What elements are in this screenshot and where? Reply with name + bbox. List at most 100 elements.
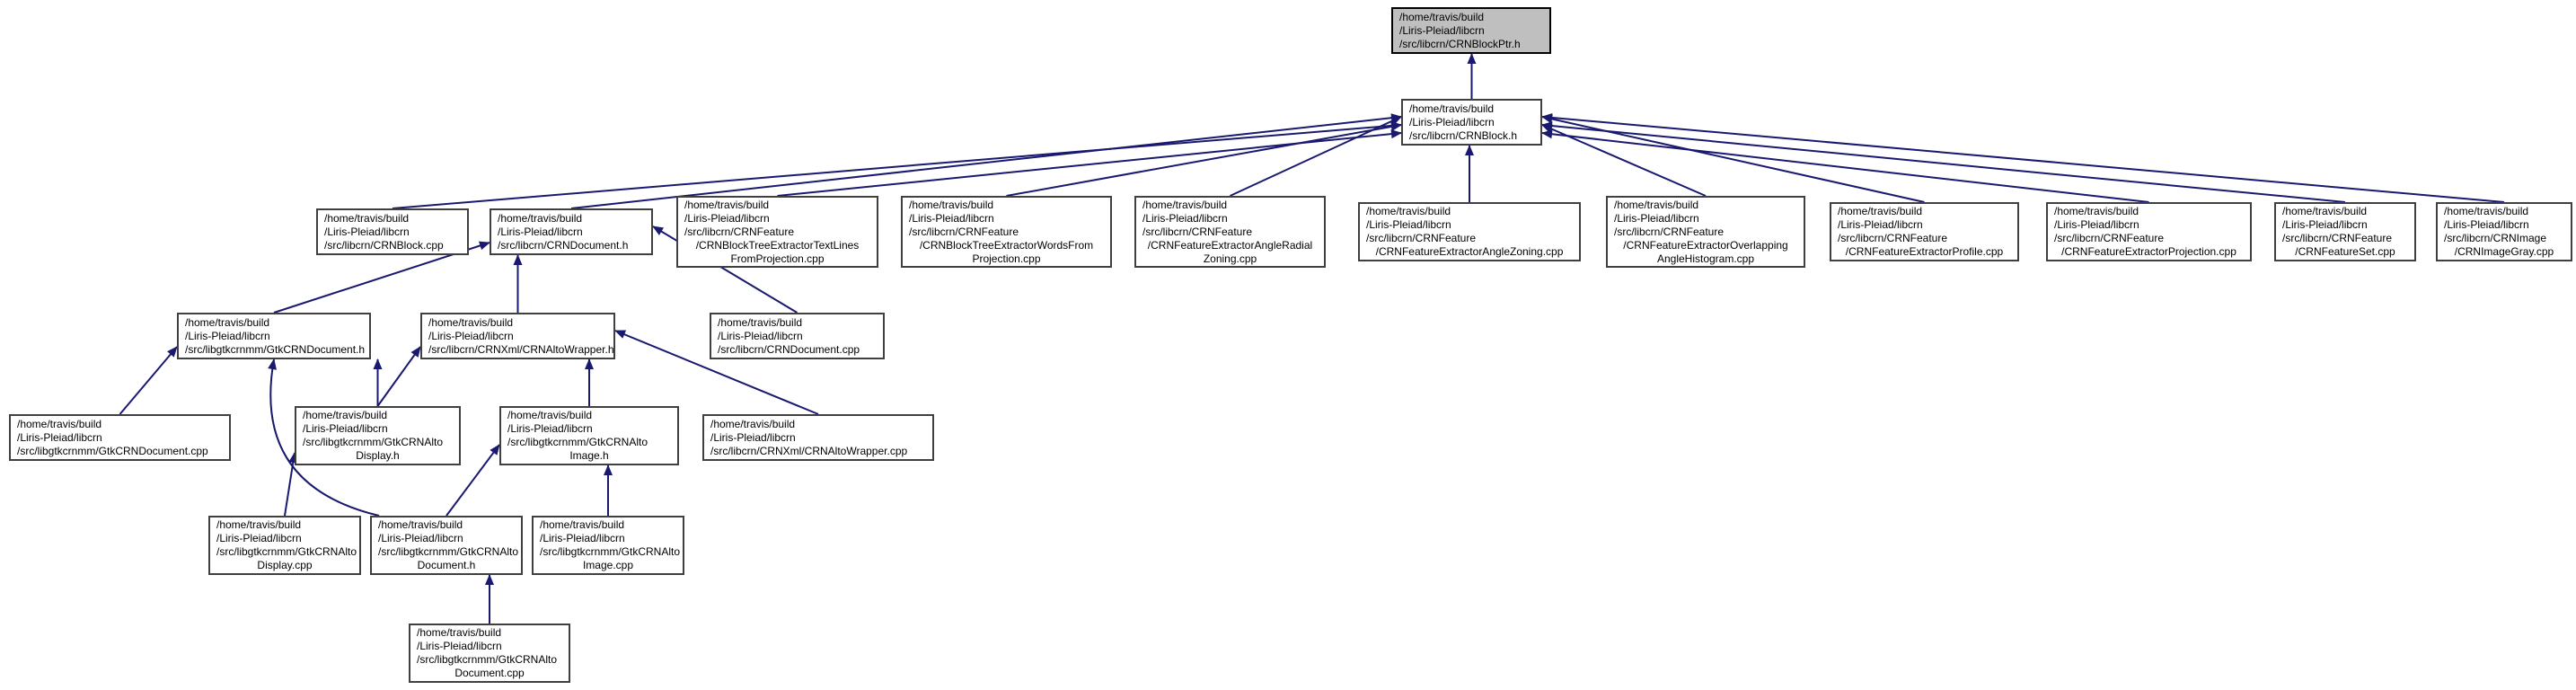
graph-node-alto-display-h[interactable]: /home/travis/build/Liris-Pleiad/libcrn/s… — [295, 406, 461, 465]
node-label-line: /src/libcrn/CRNDocument.cpp — [718, 342, 860, 356]
node-label-line: /Liris-Pleiad/libcrn — [1142, 211, 1228, 225]
node-label-line: /Liris-Pleiad/libcrn — [417, 640, 502, 652]
graph-node-angleradial-cpp[interactable]: /home/travis/build/Liris-Pleiad/libcrn/s… — [1134, 196, 1326, 268]
node-label-line: /CRNFeatureExtractorProjection.cpp — [2061, 245, 2236, 258]
graph-node-altowrapper-h[interactable]: /home/travis/build/Liris-Pleiad/libcrn/s… — [420, 313, 615, 359]
node-label-line: /home/travis/build — [1409, 102, 1495, 115]
graph-node-altowrapper-cpp[interactable]: /home/travis/build/Liris-Pleiad/libcrn/s… — [702, 414, 934, 461]
graph-node-alto-display-cpp[interactable]: /home/travis/build/Liris-Pleiad/libcrn/s… — [208, 516, 361, 575]
node-label-line: Projection.cpp — [972, 252, 1041, 265]
node-label-line: /src/libcrn/CRNBlockPtr.h — [1399, 37, 1521, 50]
node-label-line: /Liris-Pleiad/libcrn — [718, 329, 803, 342]
graph-node-imagegray-cpp[interactable]: /home/travis/build/Liris-Pleiad/libcrn/s… — [2436, 202, 2572, 261]
node-label-line: /home/travis/build — [498, 211, 583, 225]
graph-node-words-cpp[interactable]: /home/travis/build/Liris-Pleiad/libcrn/s… — [901, 196, 1112, 268]
node-label-line: /src/libcrn/CRNFeature — [1366, 232, 1477, 244]
node-label-line: /Liris-Pleiad/libcrn — [216, 532, 302, 544]
node-label-line: /Liris-Pleiad/libcrn — [2282, 218, 2368, 231]
node-label-line: /Liris-Pleiad/libcrn — [378, 532, 463, 544]
node-label-line: /CRNFeatureExtractorOverlapping — [1623, 238, 1788, 252]
graph-node-anglezoning-cpp[interactable]: /home/travis/build/Liris-Pleiad/libcrn/s… — [1358, 202, 1581, 261]
node-label-line: /src/libgtkcrnmm/GtkCRNAlto — [540, 545, 681, 558]
node-label-line: /Liris-Pleiad/libcrn — [2444, 218, 2529, 231]
node-label-line: /home/travis/build — [185, 315, 270, 329]
graph-node-block-cpp[interactable]: /home/travis/build/Liris-Pleiad/libcrn/s… — [316, 208, 469, 255]
edge-alto-display-h--altowrapper-h — [376, 346, 421, 407]
node-label-line: /home/travis/build — [1366, 205, 1451, 217]
node-label-line: /home/travis/build — [1614, 198, 1699, 211]
node-label-line: /src/libcrn/CRNFeature — [1838, 232, 1948, 244]
node-label-line: /src/libcrn/CRNBlock.h — [1409, 128, 1518, 142]
node-label-line: /src/libgtkcrnmm/GtkCRNDocument.h — [185, 342, 366, 356]
graph-node-blockptr-h[interactable]: /home/travis/build/Liris-Pleiad/libcrn/s… — [1391, 7, 1551, 54]
node-label-line: /home/travis/build — [2444, 205, 2529, 217]
graph-node-featureset-cpp[interactable]: /home/travis/build/Liris-Pleiad/libcrn/s… — [2274, 202, 2416, 261]
node-label-line: /home/travis/build — [540, 518, 625, 531]
node-label-line: /Liris-Pleiad/libcrn — [428, 329, 514, 342]
node-label-line: /home/travis/build — [710, 417, 796, 430]
node-label-line: FromProjection.cpp — [730, 252, 825, 265]
node-label-line: /src/libcrn/CRNXml/CRNAltoWrapper.cpp — [710, 444, 908, 457]
graph-node-block-h[interactable]: /home/travis/build/Liris-Pleiad/libcrn/s… — [1401, 99, 1542, 146]
node-label-line: /Liris-Pleiad/libcrn — [540, 532, 625, 544]
node-label-line: /src/libcrn/CRNFeature — [1142, 225, 1253, 238]
edge-angleradial-cpp--block-h — [1230, 116, 1402, 197]
graph-node-alto-image-h[interactable]: /home/travis/build/Liris-Pleiad/libcrn/s… — [499, 406, 679, 465]
node-label-line: /CRNBlockTreeExtractorWordsFrom — [919, 238, 1094, 252]
graph-node-projection-cpp[interactable]: /home/travis/build/Liris-Pleiad/libcrn/s… — [2046, 202, 2252, 261]
graph-node-profile-cpp[interactable]: /home/travis/build/Liris-Pleiad/libcrn/s… — [1830, 202, 2019, 261]
node-label-line: /Liris-Pleiad/libcrn — [17, 430, 102, 444]
node-label-line: Document.cpp — [454, 667, 525, 679]
node-label-line: /home/travis/build — [428, 315, 514, 329]
node-label-line: /home/travis/build — [2054, 205, 2139, 217]
node-label-line: /home/travis/build — [1142, 198, 1228, 211]
node-label-line: /src/libgtkcrnmm/GtkCRNAlto — [507, 436, 648, 448]
edge-projection-cpp--block-h — [1541, 129, 2149, 203]
node-label-line: AngleHistogram.cpp — [1656, 252, 1755, 265]
graph-node-gtk-document-cpp[interactable]: /home/travis/build/Liris-Pleiad/libcrn/s… — [9, 414, 231, 461]
node-label-line: /src/libcrn/CRNDocument.h — [498, 238, 629, 252]
edge-alto-document-h--alto-image-h — [446, 444, 500, 517]
graph-node-textlines-cpp[interactable]: /home/travis/build/Liris-Pleiad/libcrn/s… — [676, 196, 878, 268]
edge-gtk-document-cpp--gtk-document-h — [119, 346, 178, 415]
node-label-line: Display.h — [356, 449, 400, 462]
graph-node-overlapping-cpp[interactable]: /home/travis/build/Liris-Pleiad/libcrn/s… — [1606, 196, 1805, 268]
node-label-line: /home/travis/build — [324, 211, 410, 225]
node-label-line: /CRNImageGray.cpp — [2454, 245, 2554, 258]
node-label-line: Zoning.cpp — [1203, 252, 1257, 265]
graph-node-gtk-document-h[interactable]: /home/travis/build/Liris-Pleiad/libcrn/s… — [177, 313, 371, 359]
node-label-line: Display.cpp — [257, 559, 313, 571]
edge-featureset-cpp--block-h — [1541, 121, 2346, 203]
edge-imagegray-cpp--block-h — [1541, 112, 2505, 203]
node-label-line: /home/travis/build — [2282, 205, 2368, 217]
node-label-line: /Liris-Pleiad/libcrn — [498, 225, 583, 238]
node-label-line: /src/libcrn/CRNFeature — [909, 225, 1019, 238]
node-label-line: /src/libgtkcrnmm/GtkCRNAlto — [417, 653, 558, 666]
node-label-line: /Liris-Pleiad/libcrn — [710, 430, 796, 444]
node-label-line: /src/libgtkcrnmm/GtkCRNDocument.cpp — [17, 444, 208, 457]
node-label-line: Image.h — [569, 449, 609, 462]
edge-document-h--block-h — [570, 113, 1402, 209]
node-label-line: /home/travis/build — [507, 409, 593, 421]
graph-node-alto-image-cpp[interactable]: /home/travis/build/Liris-Pleiad/libcrn/s… — [532, 516, 684, 575]
node-label-line: /Liris-Pleiad/libcrn — [324, 225, 410, 238]
node-label-line: /src/libgtkcrnmm/GtkCRNAlto — [378, 545, 519, 558]
graph-node-document-cpp[interactable]: /home/travis/build/Liris-Pleiad/libcrn/s… — [710, 313, 885, 359]
node-label-line: Image.cpp — [582, 559, 634, 571]
node-label-line: /src/libgtkcrnmm/GtkCRNAlto — [303, 436, 444, 448]
node-label-line: /Liris-Pleiad/libcrn — [1614, 211, 1699, 225]
graph-node-alto-document-cpp[interactable]: /home/travis/build/Liris-Pleiad/libcrn/s… — [409, 624, 570, 683]
node-label-line: /home/travis/build — [417, 626, 502, 639]
node-label-line: /home/travis/build — [1838, 205, 1923, 217]
graph-node-document-h[interactable]: /home/travis/build/Liris-Pleiad/libcrn/s… — [490, 208, 653, 255]
node-label-line: /home/travis/build — [718, 315, 803, 329]
node-label-line: /home/travis/build — [303, 409, 388, 421]
node-label-line: /src/libcrn/CRNBlock.cpp — [324, 238, 444, 252]
node-label-line: /home/travis/build — [684, 198, 770, 211]
graph-node-alto-document-h[interactable]: /home/travis/build/Liris-Pleiad/libcrn/s… — [370, 516, 523, 575]
node-label-line: /CRNFeatureExtractorAngleZoning.cpp — [1375, 245, 1564, 258]
node-label-line: /Liris-Pleiad/libcrn — [507, 422, 593, 435]
node-label-line: /src/libcrn/CRNFeature — [684, 225, 795, 238]
